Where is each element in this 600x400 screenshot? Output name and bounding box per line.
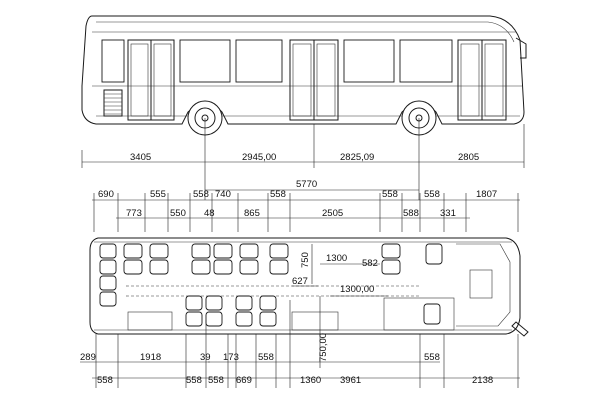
- side-door-middle: [289, 39, 339, 121]
- side-dimensions: 3405 2945,00 2825,09 2805 5770: [81, 118, 525, 200]
- side-mirror-plan: [511, 321, 529, 337]
- dim-865: 865: [244, 208, 260, 219]
- dim-1807: 1807: [476, 189, 497, 200]
- plan-top-dimensions: 690 555 558 740 558 558 558 1807 773 550…: [92, 189, 520, 232]
- dim-558-d: 558: [424, 189, 440, 200]
- dim-5770: 5770: [296, 179, 317, 190]
- side-window: [343, 39, 395, 83]
- bus-plan-view: 1300 582 750 627 1300,00 750,00: [89, 237, 529, 388]
- door-middle-plan: [291, 311, 339, 331]
- dim-558-b: 558: [270, 189, 286, 200]
- seat-group-bottom: [185, 295, 441, 327]
- dim-173: 173: [223, 352, 239, 363]
- plan-bottom-dimensions: 289 1918 39 173 558 558 558 558 558 669 …: [80, 320, 520, 388]
- dim-773: 773: [126, 208, 142, 219]
- dim-2805: 2805: [458, 152, 479, 163]
- dim-1360: 1360: [300, 375, 321, 386]
- side-window: [179, 39, 231, 83]
- dim-550: 550: [170, 208, 186, 219]
- dim-48: 48: [204, 208, 215, 219]
- dim-582: 582: [362, 258, 378, 269]
- side-door-front: [457, 39, 507, 121]
- dim-1918: 1918: [140, 352, 161, 363]
- dim-558-c: 558: [382, 189, 398, 200]
- seat-group-rear-bench: [99, 275, 117, 307]
- dim-750-00: 750,00: [318, 333, 329, 362]
- side-mirror: [515, 37, 527, 59]
- dim-1300: 1300: [326, 253, 347, 264]
- dim-3961: 3961: [340, 375, 361, 386]
- dim-2505: 2505: [322, 208, 343, 219]
- dim-588: 588: [403, 208, 419, 219]
- dim-289: 289: [80, 352, 96, 363]
- dim-2138: 2138: [472, 375, 493, 386]
- bus-side-view: [81, 15, 527, 136]
- dim-558-i: 558: [208, 375, 224, 386]
- seat-group-top: [99, 243, 443, 275]
- dim-558-f: 558: [424, 352, 440, 363]
- dim-2825: 2825,09: [340, 152, 374, 163]
- side-window: [235, 39, 283, 83]
- dim-1300-00: 1300,00: [340, 284, 374, 295]
- side-door-rear: [127, 39, 175, 121]
- dim-558-g: 558: [97, 375, 113, 386]
- side-window-rear: [101, 39, 125, 83]
- dim-39: 39: [200, 352, 211, 363]
- dim-750-top: 750: [300, 252, 311, 268]
- dim-331: 331: [440, 208, 456, 219]
- dim-2945: 2945,00: [242, 152, 276, 163]
- door-rear-plan: [127, 311, 173, 331]
- dim-558-a: 558: [193, 189, 209, 200]
- dim-558-e: 558: [258, 352, 274, 363]
- wheelchair-area: [383, 297, 455, 331]
- dim-669: 669: [236, 375, 252, 386]
- dim-3405: 3405: [130, 152, 151, 163]
- side-window: [399, 39, 453, 83]
- dim-627: 627: [292, 276, 308, 287]
- dim-690: 690: [98, 189, 114, 200]
- dim-740: 740: [215, 189, 231, 200]
- dim-558-h: 558: [186, 375, 202, 386]
- rear-grille: [103, 89, 123, 117]
- dim-555: 555: [150, 189, 166, 200]
- dashboard: [469, 269, 493, 299]
